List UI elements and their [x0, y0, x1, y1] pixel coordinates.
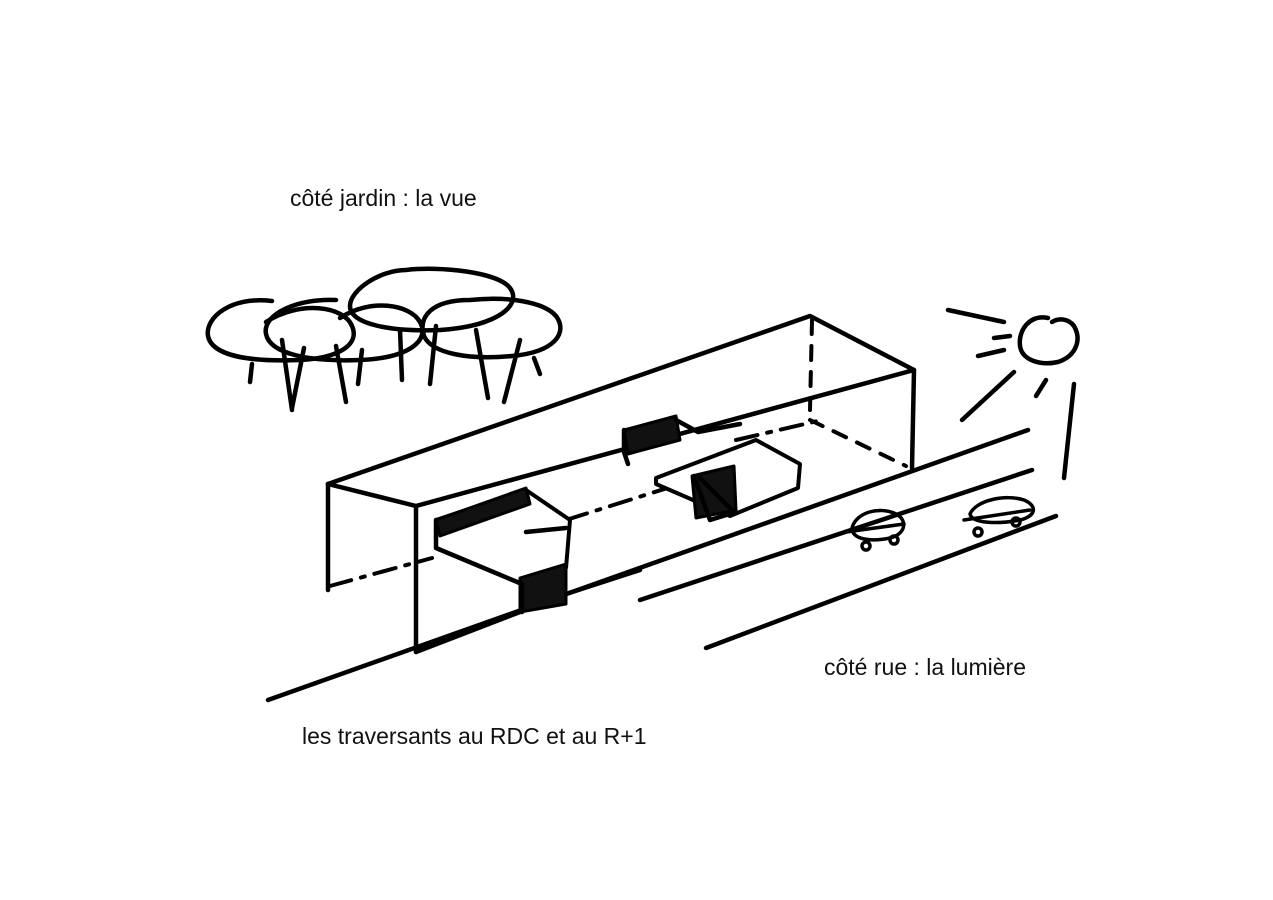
through-units-label: les traversants au RDC et au R+1 — [302, 723, 647, 749]
sun-icon — [945, 307, 1080, 481]
street — [265, 427, 1059, 703]
car-icon — [962, 495, 1035, 538]
through-unit-r1 — [621, 414, 802, 523]
garden-side-label: côté jardin : la vue — [290, 185, 477, 211]
street-side-label: côté rue : la lumière — [824, 654, 1026, 680]
building-volume — [325, 313, 917, 655]
tree-icon — [205, 266, 563, 413]
through-unit-rdc — [433, 486, 572, 615]
car-icon — [844, 508, 906, 552]
